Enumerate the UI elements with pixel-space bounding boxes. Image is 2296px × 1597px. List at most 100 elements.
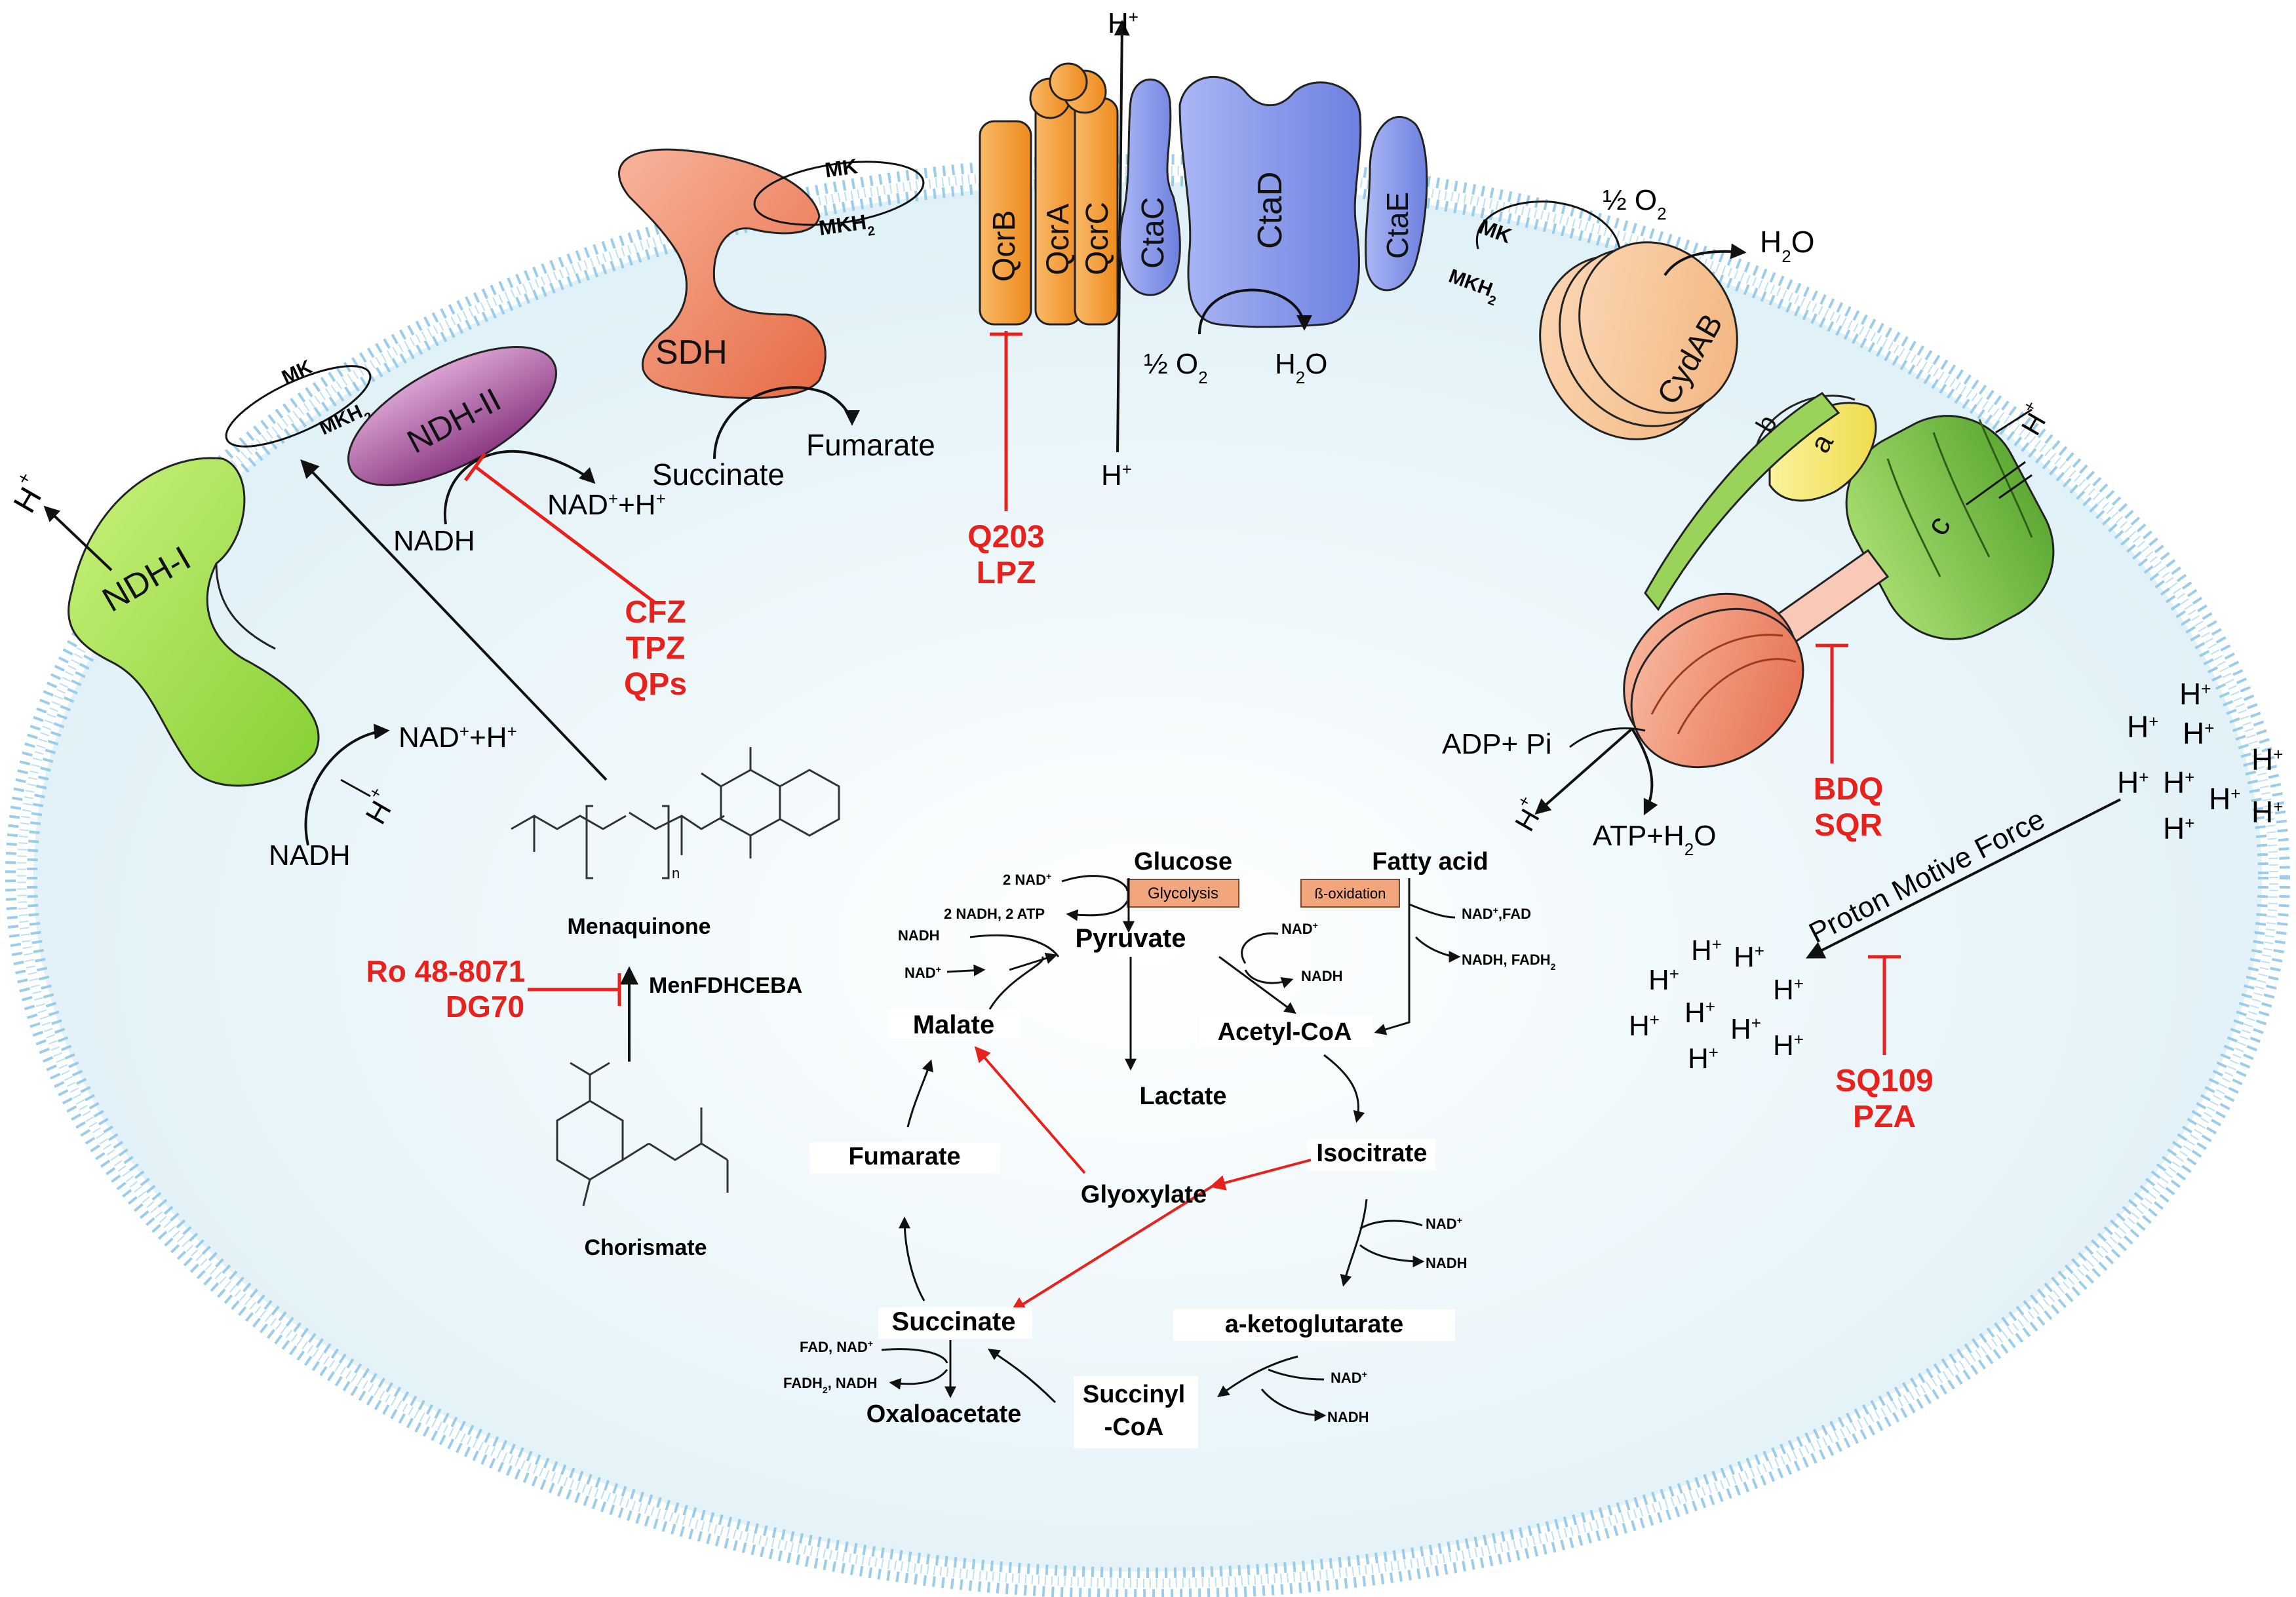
lactate-label: Lactate <box>1139 1083 1226 1110</box>
cta-half-o2: ½ O2 <box>1144 348 1208 387</box>
atp-c-ring <box>1845 415 2055 640</box>
beta-oxidation-box <box>1300 879 1400 908</box>
qcr-complex: QcrB QcrA QcrC <box>979 62 1119 326</box>
svg-text:MK: MK <box>279 356 316 389</box>
inhibitor-sq109: SQ109 <box>1835 1064 1933 1098</box>
sdh-fumarate: Fumarate <box>806 428 935 462</box>
svg-text:FADH2, NADH: FADH2, NADH <box>783 1375 877 1395</box>
cyd-half-o2: ½ O2 <box>1603 184 1667 223</box>
qcra-label: QcrA <box>1041 204 1076 275</box>
svg-text:NADH: NADH <box>1426 1255 1468 1271</box>
svg-text:H+: H+ <box>2251 742 2283 777</box>
svg-text:H+: H+ <box>1691 934 1722 967</box>
cta-h2o: H2O <box>1275 348 1327 387</box>
svg-text:FAD, NAD+: FAD, NAD+ <box>800 1338 873 1355</box>
malate-label: Malate <box>913 1010 995 1039</box>
svg-text:NAD+: NAD+ <box>1281 920 1318 937</box>
men-enzymes-label: MenFDHCEBA <box>649 973 802 998</box>
fatty-acid-label: Fatty acid <box>1372 848 1488 875</box>
inhibitor-cfz: CFZ <box>625 595 686 630</box>
svg-text:H+: H+ <box>1734 941 1764 973</box>
inhibitor-lpz: LPZ <box>977 556 1036 590</box>
svg-text:H+: H+ <box>2209 782 2240 816</box>
atp-adp: ADP+ Pi <box>1442 728 1552 760</box>
glyoxylate-label: Glyoxylate <box>1081 1181 1207 1208</box>
proton-gradient-inside: H+ H+ H+ H+ H+ H+ H+ H+ H+ <box>1629 934 1804 1075</box>
svg-text:NAD+: NAD+ <box>1426 1215 1462 1232</box>
svg-text:H+: H+ <box>2117 765 2149 799</box>
glucose-label: Glucose <box>1134 848 1232 875</box>
glycolysis-box <box>1127 879 1239 908</box>
svg-text:NAD+,FAD: NAD+,FAD <box>1462 905 1531 922</box>
ndh2-nadh: NADH <box>393 525 475 557</box>
svg-text:H+: H+ <box>1629 1010 1660 1042</box>
svg-text:H+: H+ <box>1730 1013 1761 1045</box>
inhibitor-tpz: TPZ <box>626 631 686 666</box>
atp-atp: ATP+H2O <box>1593 820 1716 859</box>
qcr-h-in: H+ <box>1101 459 1132 491</box>
inhibitor-dg70: DG70 <box>446 990 524 1024</box>
svg-text:MK: MK <box>823 154 859 182</box>
succinate-label: Succinate <box>892 1307 1016 1336</box>
succinyl-coa-label-2: -CoA <box>1104 1414 1164 1441</box>
chorismate-structure <box>556 1062 729 1206</box>
inhibitor-pza: PZA <box>1853 1100 1916 1134</box>
oxaloacetate-label: Oxaloacetate <box>866 1400 1022 1428</box>
svg-text:H+: H+ <box>1684 997 1715 1029</box>
ndh2-nad: NAD++H+ <box>547 489 666 521</box>
ndh1-nadh: NADH <box>269 839 351 872</box>
pyruvate-label: Pyruvate <box>1076 924 1186 953</box>
qcr-h-out: H+ <box>1108 7 1138 39</box>
svg-text:NADH: NADH <box>1301 968 1343 984</box>
inhibitor-bdq: BDQ <box>1814 772 1884 807</box>
ctad-label: CtaD <box>1251 172 1289 249</box>
svg-text:H+: H+ <box>1773 1029 1804 1062</box>
cyd-h2o: H2O <box>1760 225 1814 266</box>
chorismate-label: Chorismate <box>584 1235 707 1260</box>
ndh1-nad: NAD++H+ <box>399 722 517 754</box>
svg-text:ß-oxidation: ß-oxidation <box>1315 885 1386 902</box>
inhibitor-ro48: Ro 48-8071 <box>366 954 526 988</box>
fumarate-label: Fumarate <box>848 1143 960 1170</box>
proton-gradient-outside: H+ H+ H+ H+ H+ H+ H+ H+ H+ <box>2117 677 2283 845</box>
svg-text:NADH, FADH2: NADH, FADH2 <box>1462 952 1556 972</box>
svg-text:Glycolysis: Glycolysis <box>1148 885 1218 902</box>
svg-text:H+: H+ <box>1773 974 1804 1006</box>
sdh-label: SDH <box>655 334 728 372</box>
inhibitor-qps: QPs <box>624 667 687 702</box>
menaquinone-label: Menaquinone <box>567 914 710 939</box>
menaquinone-structure <box>511 747 840 879</box>
ctac-label: CtaC <box>1136 197 1171 269</box>
atp-synthase: a b c H + ADP+ Pi ATP+H2O H + <box>1442 392 2055 859</box>
svg-text:H+: H+ <box>2127 710 2158 744</box>
isocitrate-label: Isocitrate <box>1317 1140 1428 1167</box>
qcrb-label: QcrB <box>987 210 1022 282</box>
svg-text:2 NADH, 2 ATP: 2 NADH, 2 ATP <box>944 906 1045 922</box>
sdh-complex: SDH Succinate Fumarate <box>618 148 935 491</box>
cta-complex: CtaC CtaD CtaE ½ O2 H2O <box>1119 76 1428 387</box>
svg-text:2 NAD+: 2 NAD+ <box>1003 871 1051 888</box>
svg-text:H+: H+ <box>2163 811 2194 845</box>
qcrc-label: QcrC <box>1080 202 1115 275</box>
sdh-succinate: Succinate <box>652 457 785 491</box>
cydab-complex: CydAB MK MKH2 ½ O2 H2O <box>1446 184 1814 440</box>
svg-text:n: n <box>672 865 680 881</box>
svg-text:NAD+: NAD+ <box>1331 1369 1367 1386</box>
svg-text:NADH: NADH <box>1327 1409 1369 1425</box>
inhibitor-q203: Q203 <box>967 520 1044 554</box>
svg-text:NADH: NADH <box>898 927 940 944</box>
ctae-label: CtaE <box>1380 192 1414 259</box>
svg-text:H+: H+ <box>2183 716 2214 750</box>
svg-text:H+: H+ <box>1688 1043 1719 1075</box>
svg-text:NAD+: NAD+ <box>905 964 941 981</box>
central-metabolism: Glucose Glycolysis 2 NAD+ 2 NADH, 2 ATP … <box>783 848 1556 1448</box>
svg-text:H+: H+ <box>2179 677 2211 711</box>
svg-text:H+: H+ <box>2163 765 2194 799</box>
ndh2-complex: NDH-II NADH NAD++H+ <box>347 345 666 557</box>
svg-text:H+: H+ <box>1648 964 1679 996</box>
acetyl-coa-label: Acetyl-CoA <box>1218 1018 1352 1046</box>
svg-text:H+: H+ <box>2251 795 2283 829</box>
inhibitor-sqr: SQR <box>1814 808 1882 843</box>
akg-label: a-ketoglutarate <box>1225 1311 1403 1338</box>
